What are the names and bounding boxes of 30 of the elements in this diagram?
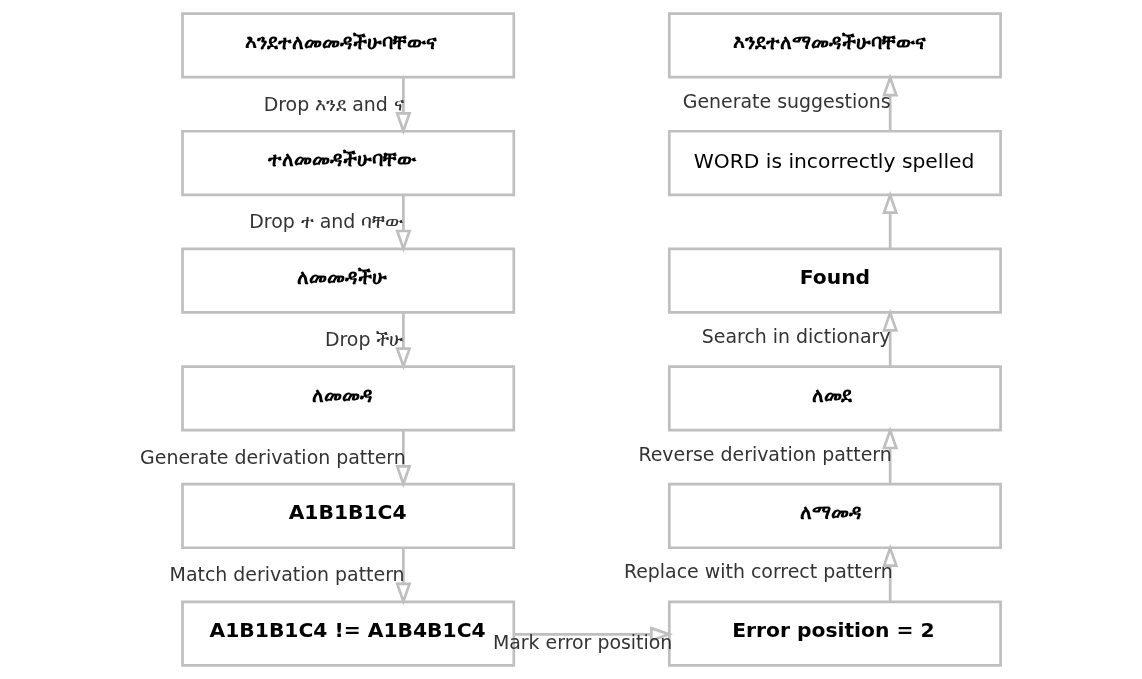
- edge-label: Generate suggestions: [682, 89, 891, 112]
- edge-label: Drop እንደ and ና: [263, 92, 404, 115]
- arrow: [394, 430, 411, 488]
- node-box: WORD is incorrectly spelled: [667, 129, 1002, 197]
- node-box: ለመመዳ: [180, 365, 515, 432]
- edge-label: Reverse derivation pattern: [637, 442, 892, 465]
- arrow: [394, 195, 411, 253]
- arrow: [881, 73, 898, 131]
- node-box: እንደተለማመዳችሁባቸውና: [667, 12, 1002, 79]
- node-box: ለመመዳችሁ: [180, 247, 515, 314]
- arrow: [394, 312, 411, 371]
- arrow: [881, 426, 898, 484]
- edge-label: Replace with correct pattern: [623, 560, 893, 583]
- arrow: [394, 548, 411, 606]
- arrow: [394, 77, 411, 136]
- node-box: ለመደ: [667, 365, 1002, 432]
- arrow: [881, 543, 898, 602]
- arrow: [513, 626, 673, 643]
- edge-label: Drop ችሁ: [324, 327, 403, 350]
- node-box: A1B1B1C4: [180, 482, 515, 550]
- node-box: እንደተለመመዳችሁባቸውና: [180, 12, 515, 79]
- arrow: [881, 308, 898, 367]
- edge-label: Search in dictionary: [701, 325, 891, 348]
- edge-label: Drop ተ and ባቸው: [248, 210, 403, 233]
- node-box: ለማመዳ: [667, 482, 1002, 550]
- edge-label: Generate derivation pattern: [139, 445, 406, 468]
- edge-label: Match derivation pattern: [169, 563, 405, 586]
- arrow: [881, 191, 898, 249]
- node-box: ተለመመዳችሁባቸው: [180, 129, 515, 197]
- node-box: Found: [667, 247, 1002, 314]
